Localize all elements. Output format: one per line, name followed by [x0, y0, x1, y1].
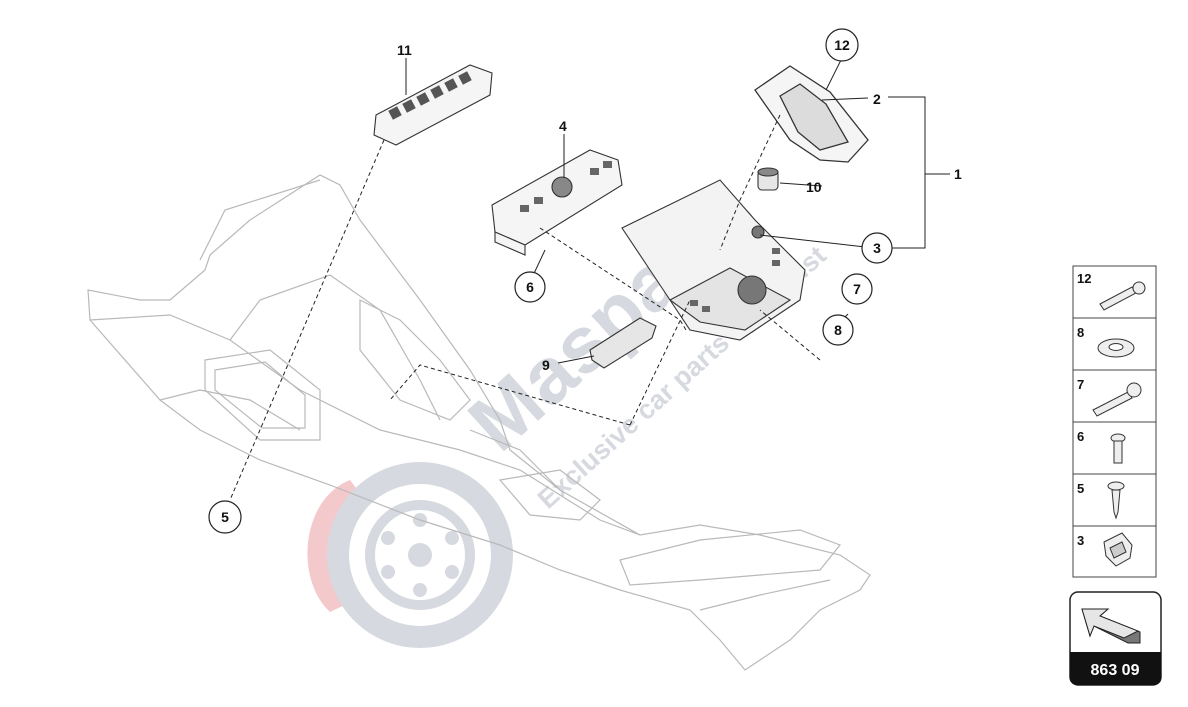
washer-icon [1097, 338, 1135, 358]
callout-8: 8 [822, 314, 854, 346]
bolt-icon [1092, 382, 1142, 417]
part-4-climate-control-unit [491, 149, 623, 256]
hardware-legend: 12 8 7 6 [1072, 265, 1157, 578]
svg-text:3: 3 [873, 240, 881, 256]
callout-label-4: 4 [559, 118, 567, 134]
dashed-leader-lines [229, 114, 821, 501]
arrow-icon [1081, 608, 1141, 644]
screw-icon [1107, 481, 1125, 520]
leader-lines [405, 57, 950, 364]
watermark-wheel-logo [327, 462, 513, 648]
legend-row-7: 7 [1077, 377, 1142, 417]
legend-row-8: 8 [1077, 325, 1135, 358]
callout-label-1: 1 [954, 166, 962, 182]
callout-5: 5 [208, 500, 242, 534]
svg-text:12: 12 [834, 37, 850, 53]
callout-label-9: 9 [542, 357, 550, 373]
reference-code: 863 09 [1091, 662, 1140, 679]
screw-icon [1110, 433, 1126, 464]
callout-3: 3 [861, 232, 893, 264]
callout-label-11: 11 [397, 42, 412, 58]
svg-text:6: 6 [1077, 429, 1084, 444]
callout-12: 12 [825, 28, 859, 62]
center-console [87, 174, 871, 671]
legend-row-3: 3 [1077, 532, 1133, 567]
callout-6: 6 [514, 271, 546, 303]
part-3-control-panel-bezel [621, 179, 806, 341]
legend-row-12: 12 [1077, 271, 1146, 311]
bolt-icon [1099, 281, 1146, 311]
part-9-small-switch [589, 317, 657, 369]
svg-text:8: 8 [834, 322, 842, 338]
legend-row-5: 5 [1077, 481, 1125, 520]
part-11-switch-panel [373, 64, 493, 146]
svg-text:12: 12 [1077, 271, 1091, 286]
callout-7: 7 [841, 273, 873, 305]
callout-label-10: 10 [806, 179, 822, 195]
svg-text:5: 5 [221, 509, 229, 525]
svg-text:5: 5 [1077, 481, 1084, 496]
legend-row-6: 6 [1077, 429, 1126, 464]
clip-icon [1103, 532, 1133, 567]
part-10-knob [757, 167, 779, 191]
callout-label-2: 2 [873, 91, 881, 107]
svg-text:6: 6 [526, 279, 534, 295]
callouts: 11 4 2 10 1 9 12 3 6 7 8 5 [208, 28, 962, 534]
svg-text:8: 8 [1077, 325, 1084, 340]
svg-text:3: 3 [1077, 533, 1084, 548]
svg-text:7: 7 [853, 281, 861, 297]
part-2-bezel-frame [754, 65, 869, 163]
reference-box: 863 09 [1069, 591, 1162, 686]
svg-text:7: 7 [1077, 377, 1084, 392]
